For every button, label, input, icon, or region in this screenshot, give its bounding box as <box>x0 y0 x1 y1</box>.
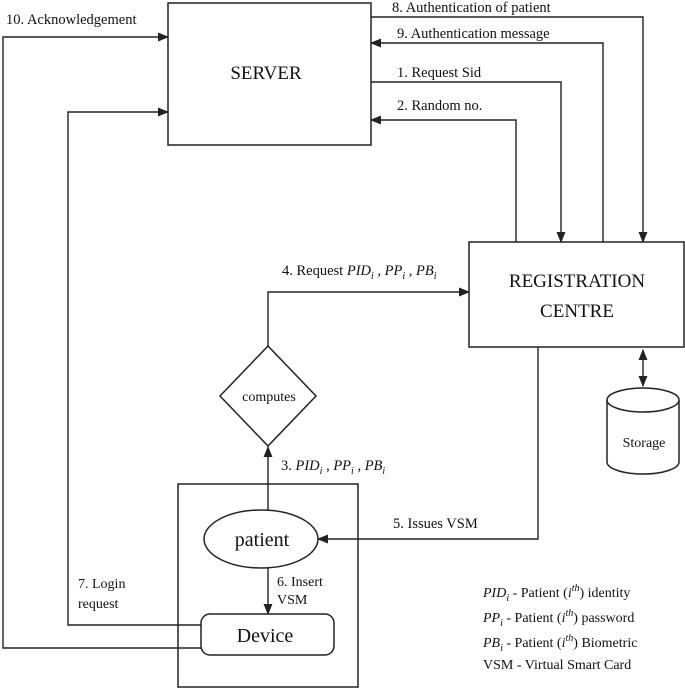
edge-10-label: 10. Acknowledgement <box>6 12 136 28</box>
edge-3-label: 3. PIDi , PPi , PBi <box>281 458 385 477</box>
edge-8-label: 8. Authentication of patient <box>392 0 551 16</box>
edge-6-label-line1: 6. Insert <box>277 575 323 590</box>
edge-7-label-line1: 7. Login <box>78 577 125 592</box>
edge-7-login-request <box>67 107 201 626</box>
device-label: Device <box>237 625 294 647</box>
edge-2-random-no <box>369 115 517 242</box>
computes-label: computes <box>242 390 296 405</box>
legend-pb: PBi - Patient (ith) Biometric <box>482 633 637 654</box>
patient-label: patient <box>235 529 290 551</box>
edge-4-request-credentials <box>267 287 471 346</box>
legend-pp: PPi - Patient (ith) password <box>482 608 634 629</box>
server-box <box>167 2 372 146</box>
registration-centre-label-line1: REGISTRATION <box>509 271 645 292</box>
legend: PIDi - Patient (ith) identity PPi - Pati… <box>482 583 637 673</box>
registration-centre-box <box>468 241 685 348</box>
edge-9-authentication-message <box>369 38 604 242</box>
edge-6-label-line2: VSM <box>277 593 308 608</box>
edge-10-acknowledgement <box>2 32 201 649</box>
edge-5-label: 5. Issues VSM <box>393 516 478 532</box>
storage-cylinder-top <box>606 387 680 413</box>
edge-8-authentication-of-patient <box>371 16 648 244</box>
edge-2-label: 2. Random no. <box>397 98 482 114</box>
edge-1-label: 1. Request Sid <box>397 65 482 81</box>
edge-4-label: 4. Request PIDi , PPi , PBi <box>282 263 437 282</box>
edge-9-label: 9. Authentication message <box>397 26 550 42</box>
edge-1-request-sid <box>371 81 566 244</box>
registration-centre-label-line2: CENTRE <box>540 301 614 322</box>
storage-label: Storage <box>623 436 666 451</box>
legend-pid: PIDi - Patient (ith) identity <box>482 583 630 604</box>
server-label: SERVER <box>230 63 302 84</box>
storage-cylinder-body <box>606 400 680 475</box>
edge-7-label-line2: request <box>78 597 119 612</box>
legend-vsm: VSM - Virtual Smart Card <box>483 658 631 673</box>
edge-5-issues-vsm <box>316 347 539 544</box>
